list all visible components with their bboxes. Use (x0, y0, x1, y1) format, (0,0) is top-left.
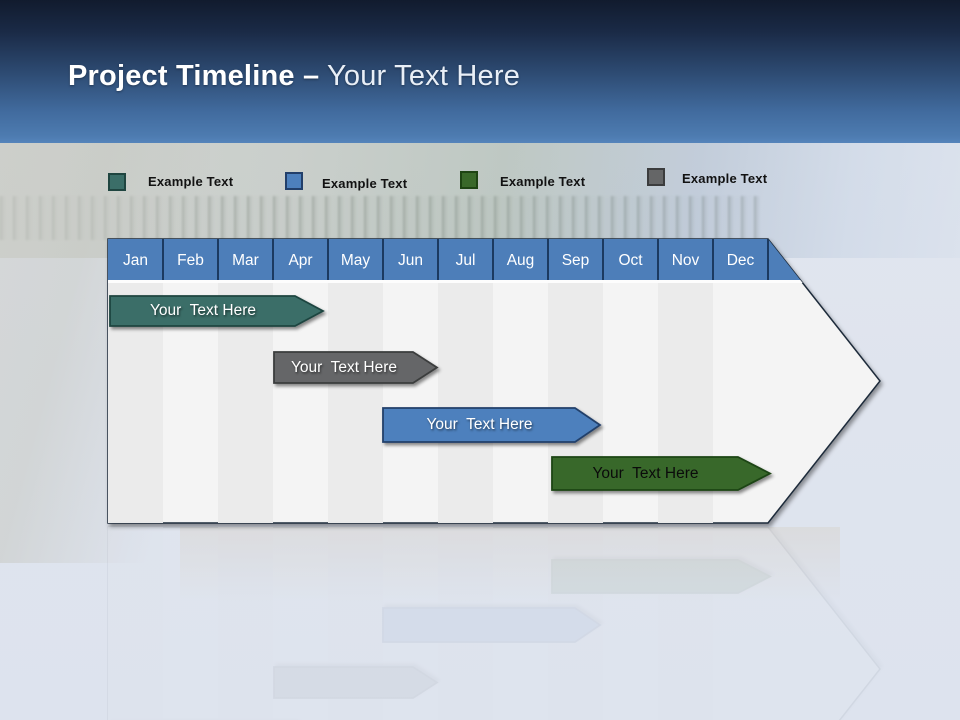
header-separator-line (108, 280, 880, 283)
legend-label: Example Text (500, 174, 586, 189)
legend-label: Example Text (148, 174, 234, 189)
month-label: Aug (507, 252, 535, 269)
month-label: Mar (232, 252, 259, 269)
legend-swatch-blue (285, 172, 303, 190)
month-label: Oct (618, 252, 643, 269)
bar-label: Your Text Here (592, 465, 699, 482)
month-label: Apr (288, 252, 312, 269)
month-label: Nov (672, 252, 700, 269)
slide-header-band: Project Timeline – Your Text Here (0, 0, 960, 143)
legend-label: Example Text (682, 171, 768, 186)
legend-swatch-green (460, 171, 478, 189)
bar-apr-may (273, 351, 439, 384)
bar-jan-mar (109, 295, 325, 327)
title-subtitle: Your Text Here (319, 60, 521, 92)
month-label: Feb (177, 252, 204, 269)
page-title: Project Timeline – Your Text Here (68, 60, 520, 93)
table-reflection (108, 527, 888, 720)
legend-label: Example Text (322, 176, 408, 191)
bar-label: Your Text Here (150, 302, 256, 319)
legend-swatch-gray (647, 168, 665, 186)
month-header-cell-borders (162, 239, 769, 280)
month-label: Jul (456, 252, 476, 269)
bar-sep-dec (551, 456, 772, 491)
month-label: Dec (727, 252, 755, 269)
title-main: Project Timeline – (68, 60, 320, 92)
bar-label: Your Text Here (426, 416, 533, 433)
bar-jun-aug (382, 407, 602, 443)
month-labels: Jan Feb Mar Apr May Jun Jul Aug Sep Oct … (123, 252, 755, 269)
month-header-band (108, 239, 880, 280)
month-label: Sep (562, 252, 590, 269)
month-label: Jan (123, 252, 148, 269)
month-label: Jun (398, 252, 423, 269)
month-label: May (341, 252, 371, 269)
gantt-bars (109, 295, 772, 491)
legend-swatch-teal (108, 173, 126, 191)
bar-label: Your Text Here (291, 359, 397, 376)
